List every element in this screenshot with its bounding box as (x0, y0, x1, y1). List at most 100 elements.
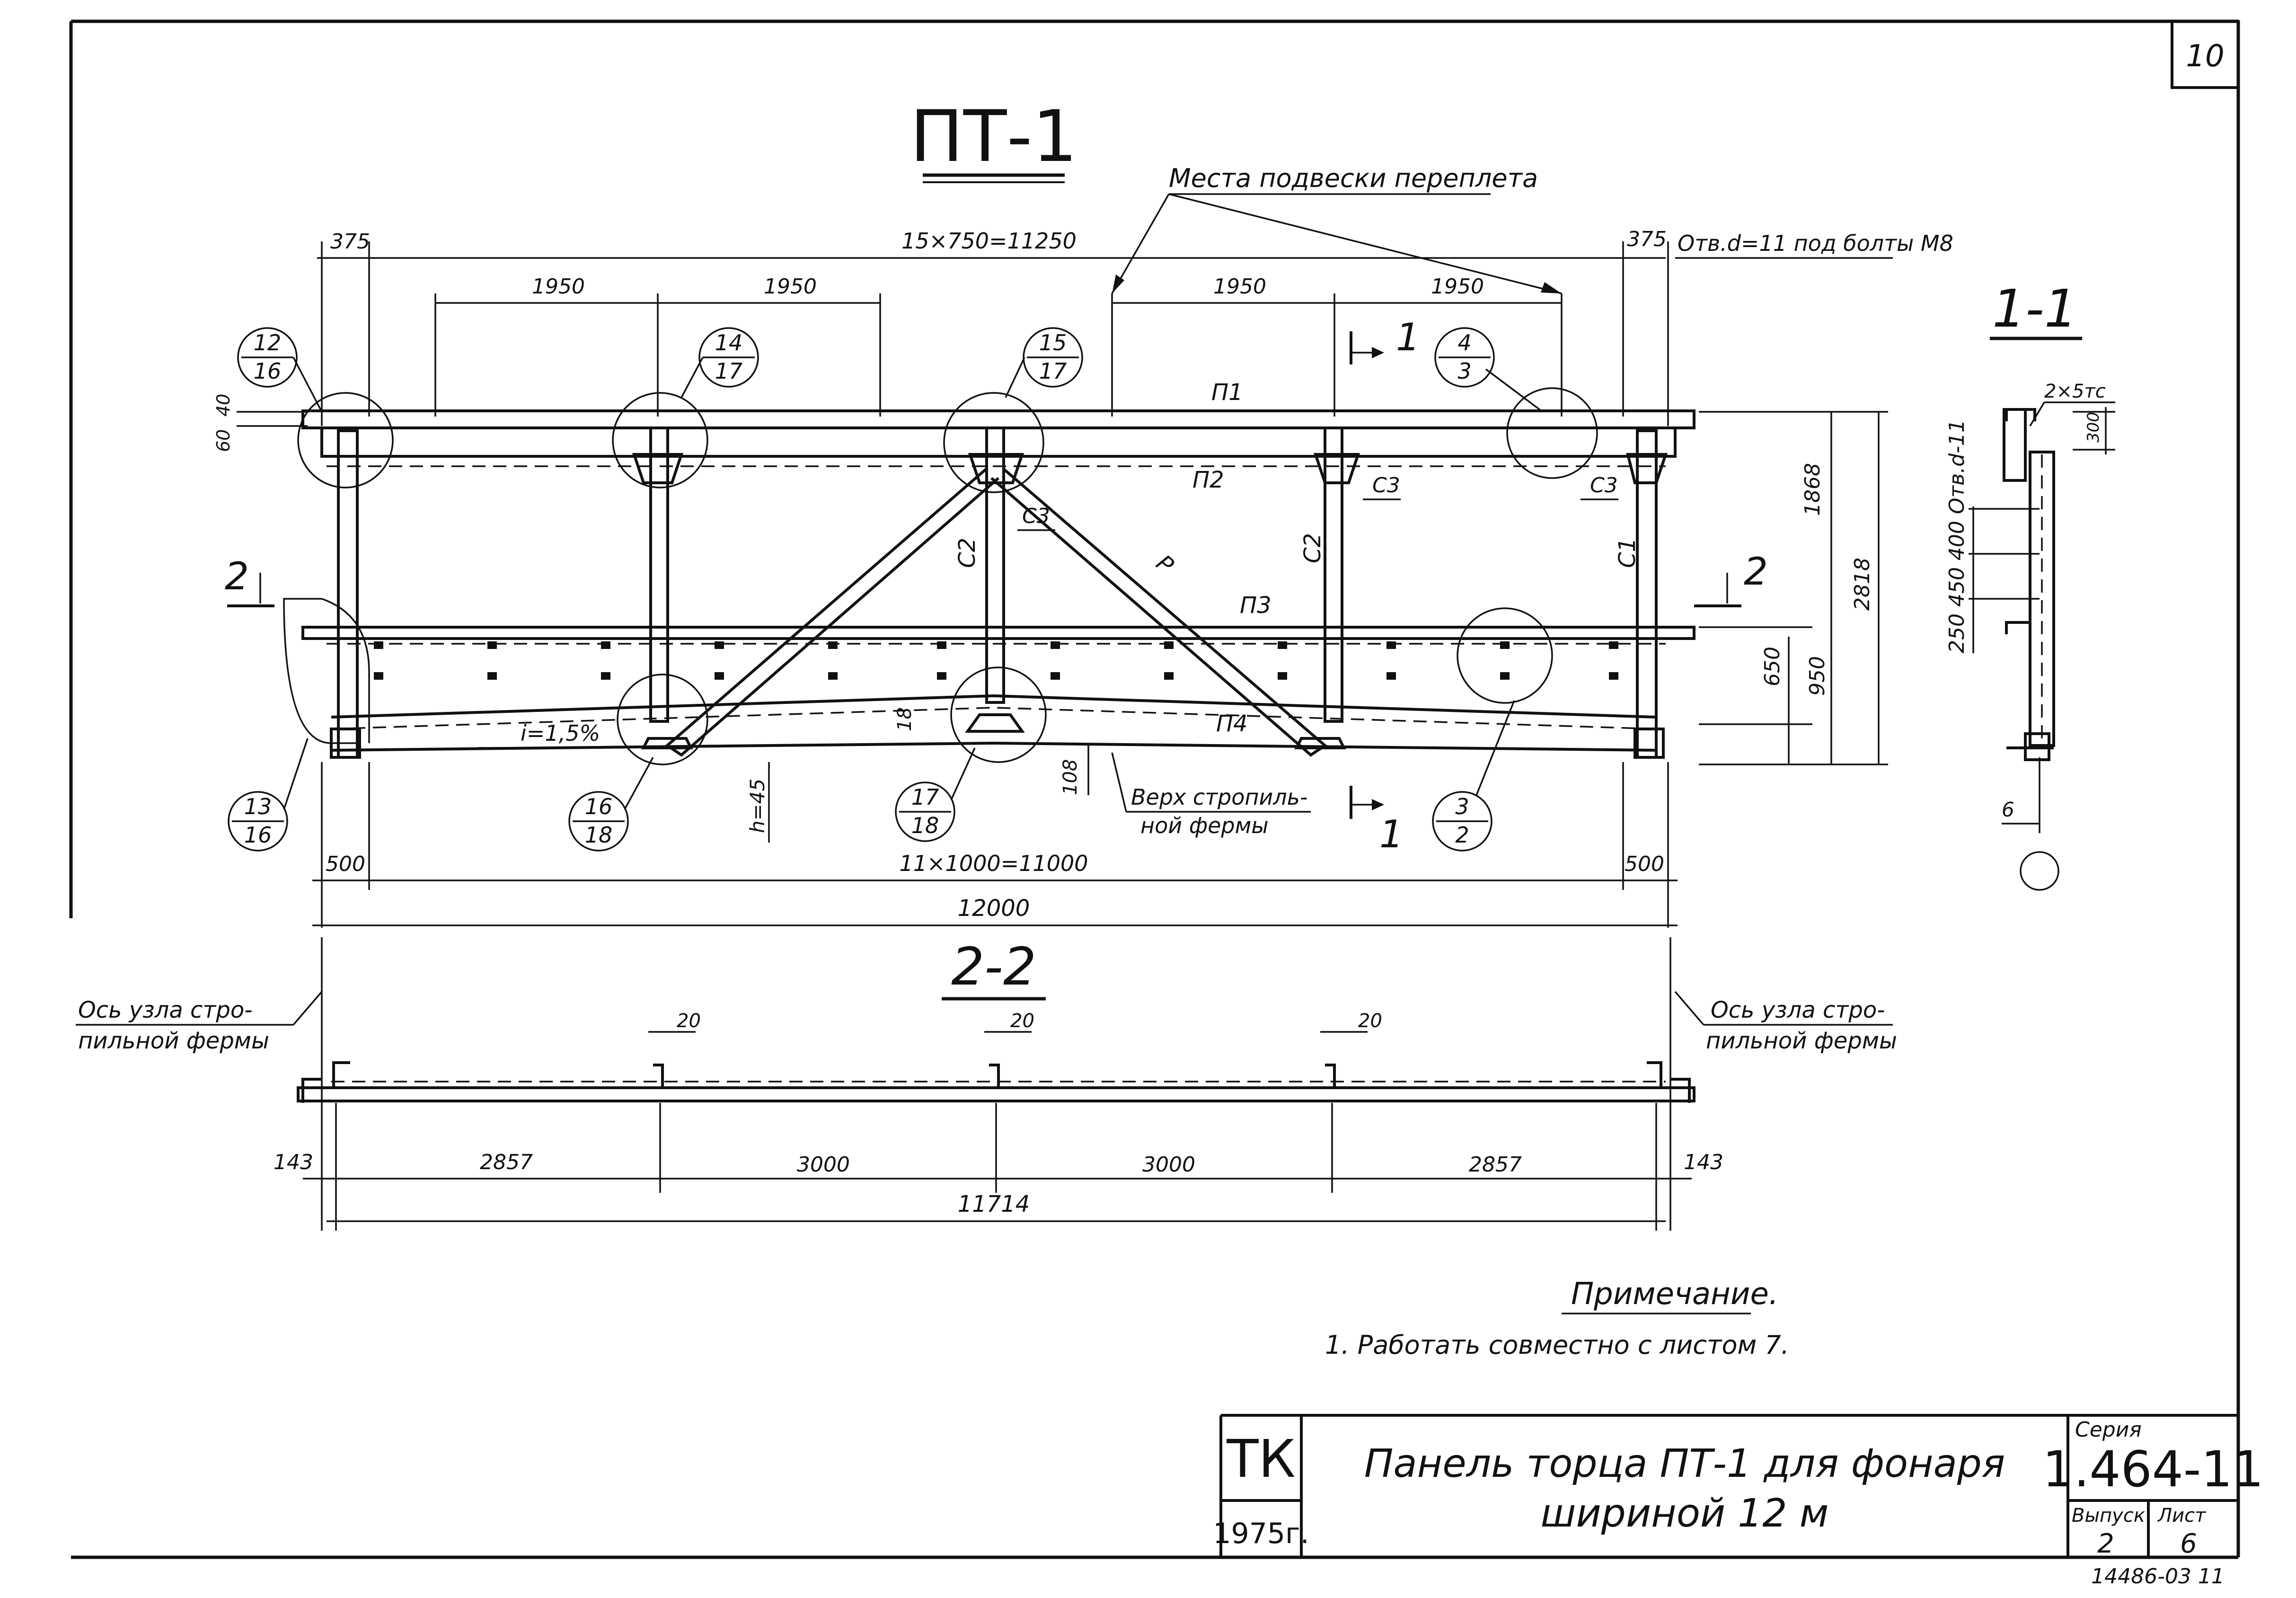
dim-15x750: 15×750=11250 (901, 228, 1077, 254)
series-value: 1.464-11 (2042, 1440, 2264, 1498)
dim-1950-c: 1950 (1213, 275, 1266, 299)
section-22-profile (297, 1061, 1696, 1103)
callout-3-bottom: 2 (1455, 822, 1469, 848)
callout-15-bottom: 17 (1039, 358, 1067, 384)
callout-17-bottom: 18 (911, 813, 939, 838)
sheet-title-line2: шириной 12 м (1540, 1491, 1828, 1536)
title-block (1219, 1414, 2238, 1557)
callout-14-top: 14 (715, 330, 743, 355)
label-c2-a: С2 (954, 538, 980, 568)
section-22-title: 2-2 (951, 936, 1036, 997)
truss-top-line1: Верх стропиль- (1131, 784, 1307, 810)
callout-3-top: 3 (1455, 794, 1469, 819)
section-11-title: 1-1 (1992, 278, 2077, 339)
callout-4-bottom: 3 (1457, 358, 1471, 384)
label-c3-c: С3 (1590, 473, 1618, 497)
holes-vertical-label: 250 450 400 Отв.d-11 (1945, 419, 1969, 653)
label-c1: С1 (1614, 538, 1641, 568)
sheet-value: 6 (2180, 1528, 2197, 1559)
bolt-spec: 2×5тс (2044, 381, 2106, 402)
dim-11714: 11714 (958, 1191, 1030, 1217)
label-p3: П3 (1240, 592, 1272, 619)
org-label: ТК (1226, 1429, 1295, 1489)
callout-14-bottom: 17 (715, 358, 743, 384)
dim-18: 18 (894, 707, 916, 731)
dim-375-left: 375 (330, 230, 370, 254)
callout-16-top: 16 (585, 794, 613, 819)
suspension-points-note: Места подвески переплета (1169, 163, 1538, 193)
axis-note-left-line1: Ось узла стро- (78, 997, 253, 1023)
section-mark-1-top: 1 (1396, 315, 1420, 359)
issue-label: Выпуск (2072, 1505, 2145, 1527)
detail-circles (283, 387, 1598, 765)
bolt-holes (374, 641, 1618, 680)
callout-12-bottom: 16 (254, 358, 282, 384)
dim-11x1000: 11×1000=11000 (899, 851, 1088, 876)
slope-label: i=1,5% (521, 720, 600, 746)
dim-6: 6 (2002, 798, 2014, 821)
dim-1950-a: 1950 (532, 275, 585, 299)
dim-650: 650 (1760, 647, 1784, 686)
callouts: 12 16 14 17 15 17 4 3 13 16 16 18 17 18 … (228, 327, 1544, 852)
sheet-label: Лист (2157, 1505, 2207, 1527)
year-label: 1975г. (1213, 1517, 1309, 1550)
dim-300: 300 (2084, 412, 2103, 443)
h-label: h=45 (746, 779, 769, 833)
note-item: 1. Работать совместно с листом 7. (1325, 1330, 1789, 1360)
dim-2818: 2818 (1850, 558, 1874, 611)
section-mark-2-left: 2 (225, 554, 249, 598)
dim-500-right: 500 (1625, 852, 1664, 876)
dim-108: 108 (1060, 759, 1081, 795)
issue-value: 2 (2097, 1528, 2114, 1559)
sheet-title-line1: Панель торца ПТ-1 для фонаря (1364, 1441, 2005, 1486)
dim-3000-a: 3000 (797, 1153, 850, 1177)
callout-4-top: 4 (1457, 330, 1471, 355)
axis-note-left-line2: пильной фермы (78, 1028, 269, 1054)
dim-12000: 12000 (958, 895, 1030, 922)
series-label: Серия (2075, 1418, 2142, 1442)
dim-143-left: 143 (274, 1150, 313, 1174)
label-r: Р (1151, 550, 1178, 579)
section-11-profile (2003, 408, 2059, 891)
bottom-code: 14486-03 11 (2091, 1564, 2225, 1589)
dim-375-right: 375 (1627, 227, 1667, 251)
main-view-title: ПТ-1 (910, 96, 1077, 178)
dim-1950-b: 1950 (764, 275, 817, 299)
label-p2: П2 (1192, 467, 1224, 493)
dim-20-c: 20 (1358, 1010, 1382, 1032)
callout-15-top: 15 (1039, 330, 1067, 355)
callout-16-bottom: 18 (585, 822, 613, 848)
label-c3-a: С3 (1022, 504, 1050, 528)
dim-20-b: 20 (1010, 1010, 1034, 1032)
label-p1: П1 (1211, 379, 1243, 406)
dim-40: 40 (213, 394, 234, 417)
section-mark-2-right: 2 (1744, 550, 1768, 594)
section-mark-1-bottom: 1 (1379, 812, 1404, 856)
dim-950: 950 (1805, 656, 1829, 696)
label-c2-b: С2 (1299, 533, 1326, 563)
callout-13-bottom: 16 (244, 822, 272, 848)
dim-2857-right: 2857 (1469, 1153, 1522, 1177)
dim-500-left: 500 (326, 852, 365, 876)
axis-note-right-line2: пильной фермы (1706, 1028, 1897, 1054)
dim-20-a: 20 (677, 1010, 701, 1032)
dim-1868: 1868 (1801, 463, 1825, 516)
dim-60: 60 (213, 429, 234, 452)
truss-top-line2: ной фермы (1140, 813, 1269, 838)
panel-frame (301, 409, 1696, 759)
callout-17-top: 17 (911, 784, 939, 810)
callout-12-top: 12 (254, 330, 282, 355)
dim-1950-d: 1950 (1431, 275, 1484, 299)
dim-143-right: 143 (1684, 1150, 1723, 1174)
sheet-frame (69, 19, 2240, 1559)
callout-13-top: 13 (244, 794, 272, 819)
dim-2857-left: 2857 (480, 1150, 533, 1174)
sheet-number: 10 (2186, 39, 2224, 74)
label-c3-b: С3 (1372, 473, 1400, 497)
dim-3000-b: 3000 (1142, 1153, 1195, 1177)
holes-note: Отв.d=11 под болты М8 (1678, 231, 1953, 256)
note-heading: Примечание. (1571, 1277, 1778, 1312)
axis-note-right-line1: Ось узла стро- (1711, 997, 1885, 1023)
label-p4: П4 (1216, 710, 1248, 737)
